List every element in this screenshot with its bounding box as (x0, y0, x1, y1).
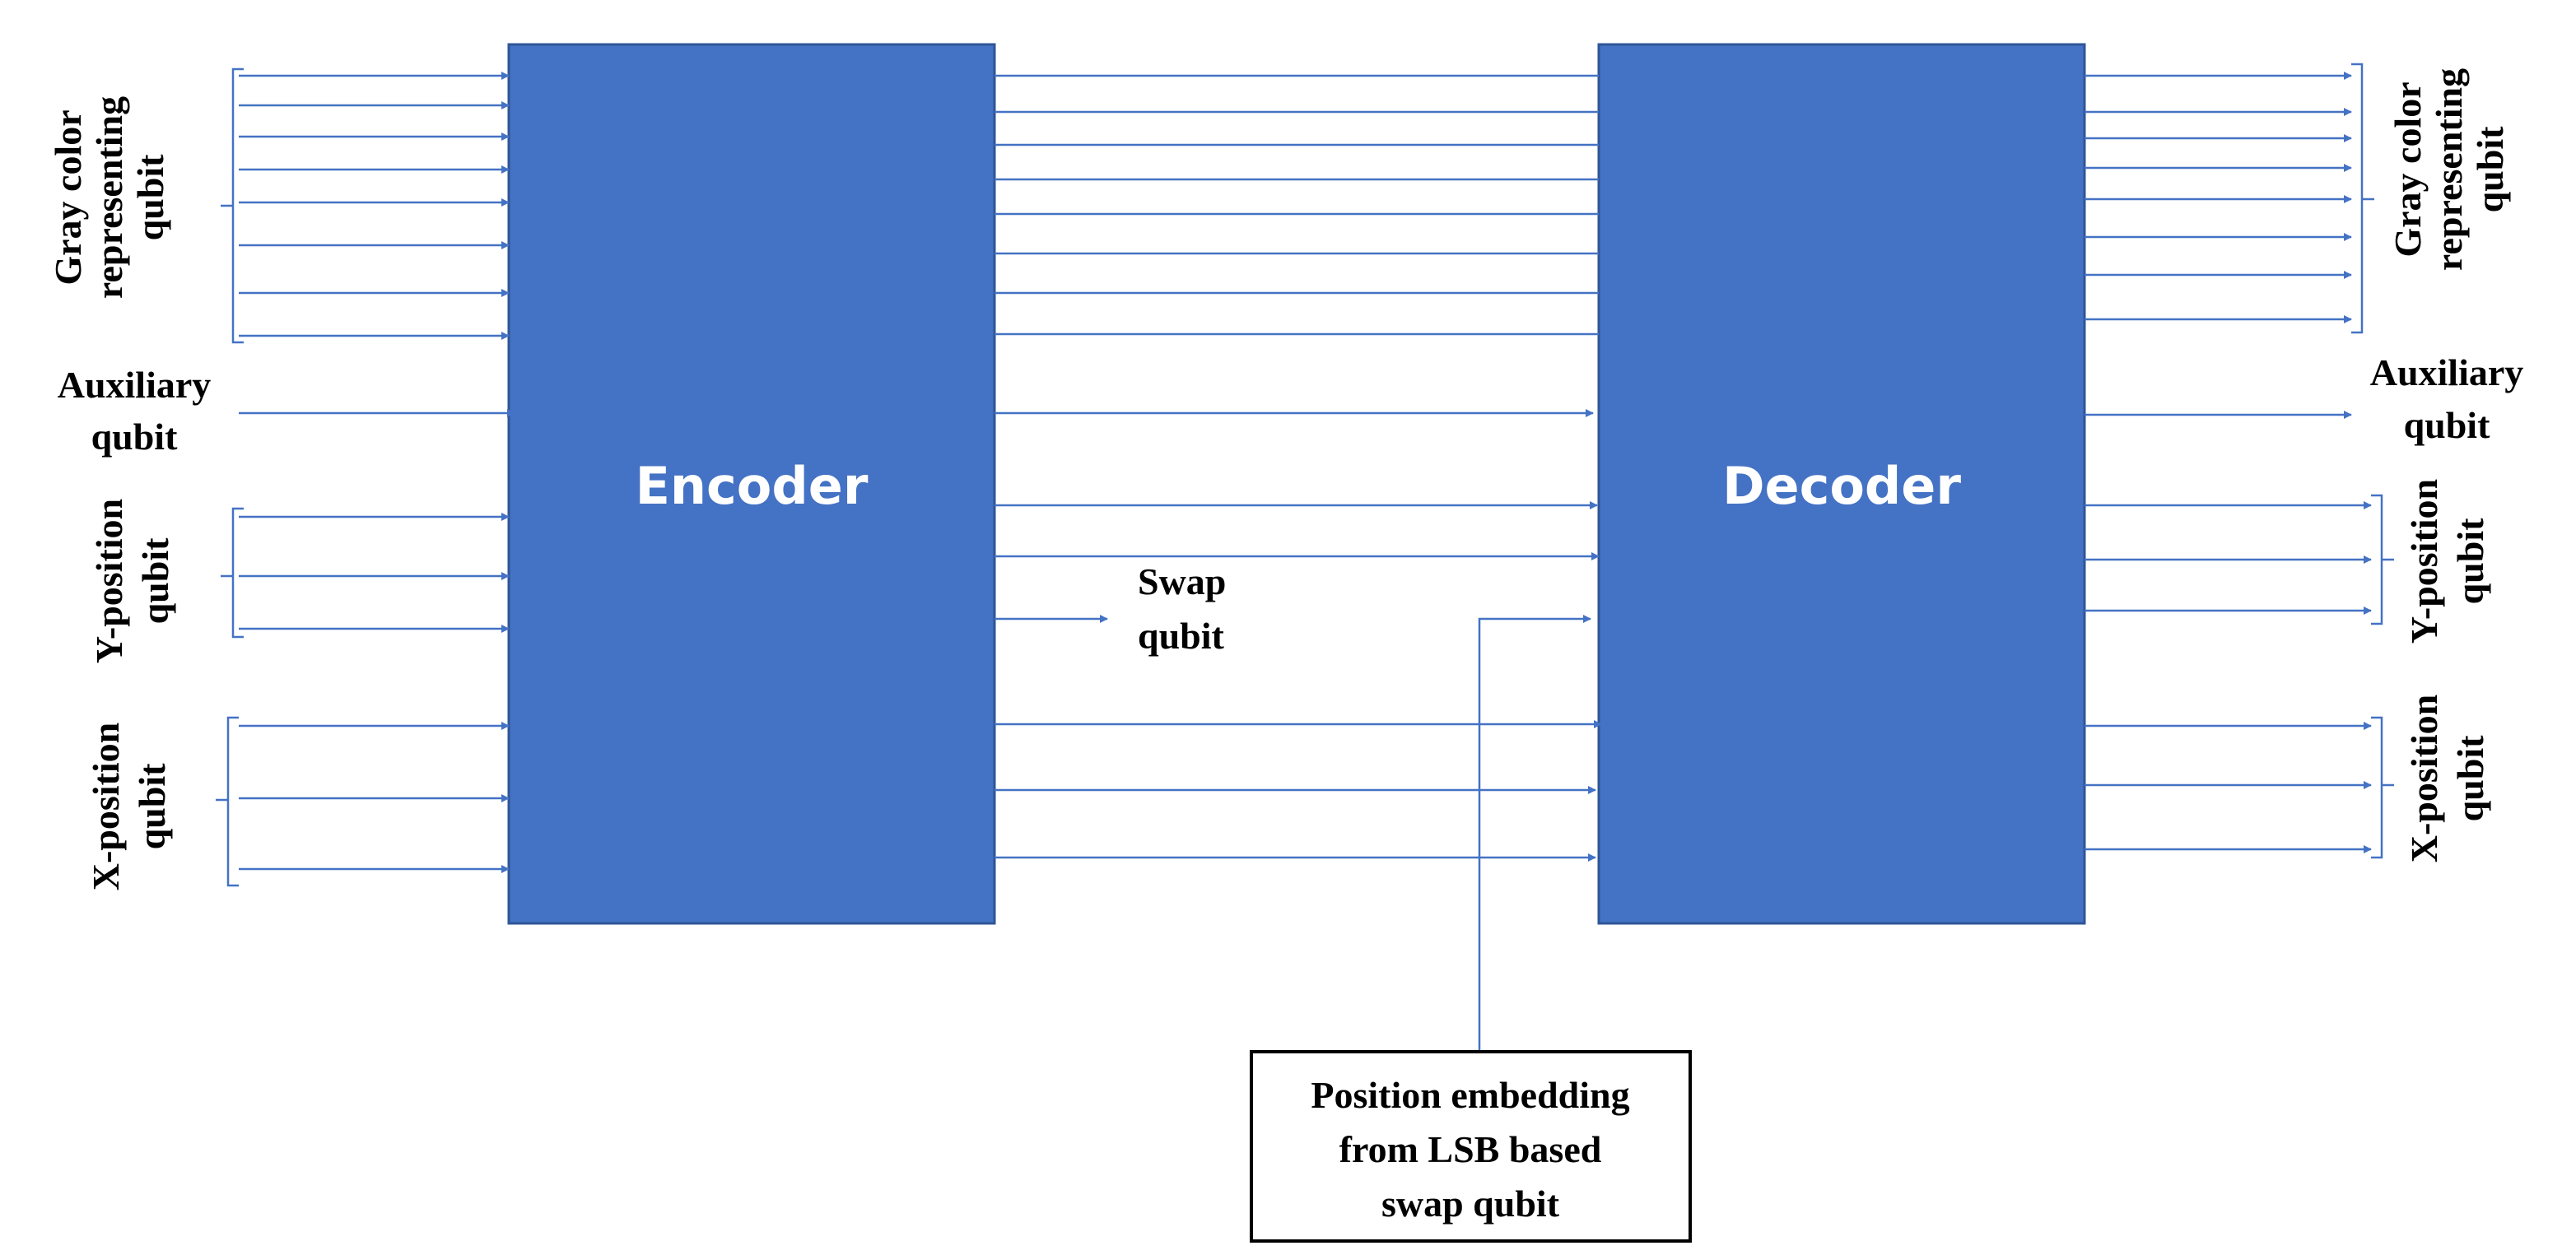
right-braces (2351, 63, 2394, 859)
right-label-x-line-2: qubit (2449, 735, 2491, 822)
right-label-y-line-2: qubit (2449, 518, 2491, 605)
brace-right-x (2371, 716, 2394, 859)
left-label-x-line-1: X-position (85, 723, 127, 890)
encoder-block (507, 43, 996, 925)
brace-right-gray (2351, 63, 2374, 334)
swap-label-line-2: qubit (1138, 615, 1225, 657)
note-line-2: from LSB based (1339, 1128, 1602, 1170)
position-embedding-wire (1478, 615, 1591, 1052)
left-braces (216, 67, 244, 887)
left-label-y-line-2: qubit (134, 537, 176, 625)
left-label-x-line-2: qubit (131, 763, 173, 850)
left-label-gray-line-2: representing (88, 96, 130, 299)
left-label-x-position: X-position qubit (85, 723, 173, 890)
position-embedding-note-box (1250, 1050, 1692, 1243)
decoder-output-wires (2085, 72, 2372, 853)
right-label-gray-line-1: Gray color (2387, 81, 2429, 257)
decoder-label: Decoder (1722, 456, 1961, 516)
brace-left-y (221, 507, 244, 639)
right-label-auxiliary-line-2: qubit (2404, 404, 2491, 446)
right-label-gray-line-3: qubit (2469, 126, 2511, 213)
note-line-3: swap qubit (1381, 1183, 1560, 1225)
right-label-y-line-1: Y-position (2403, 479, 2445, 644)
brace-left-gray (221, 67, 244, 344)
left-label-gray-line-3: qubit (129, 154, 171, 241)
left-label-y-line-1: Y-position (88, 499, 130, 663)
swap-label-line-1: Swap (1138, 560, 1226, 602)
middle-wires (995, 74, 1602, 1052)
left-label-gray-line-1: Gray color (47, 109, 89, 285)
right-label-gray-line-2: representing (2428, 68, 2470, 271)
note-line-1: Position embedding (1311, 1074, 1629, 1116)
left-label-auxiliary-line-2: qubit (91, 416, 179, 458)
decoder-block (1597, 43, 2086, 925)
encoder-label: Encoder (636, 456, 869, 516)
right-label-x-position: X-position qubit (2403, 695, 2491, 862)
left-label-auxiliary-line-1: Auxiliary (58, 364, 212, 406)
brace-left-x (216, 716, 239, 887)
right-label-gray: Gray color representing qubit (2387, 68, 2511, 271)
right-label-x-line-1: X-position (2403, 695, 2445, 862)
right-label-y-position: Y-position qubit (2403, 479, 2491, 644)
left-label-gray: Gray color representing qubit (47, 96, 171, 299)
encoder-input-wires (239, 72, 515, 873)
brace-right-y (2371, 494, 2394, 625)
left-label-y-position: Y-position qubit (88, 499, 176, 663)
right-label-auxiliary-line-1: Auxiliary (2370, 351, 2524, 393)
